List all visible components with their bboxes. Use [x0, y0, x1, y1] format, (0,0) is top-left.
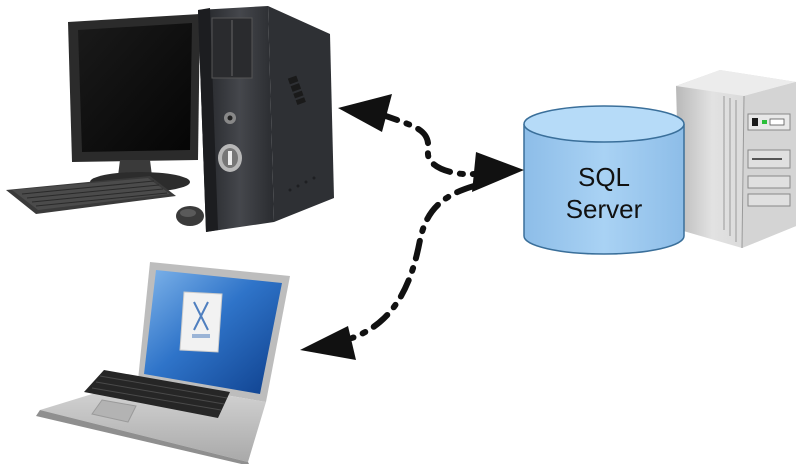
- arrowhead-to-laptop: [300, 326, 356, 360]
- connector-desktop-database: [338, 94, 524, 192]
- laptop-icon: [36, 262, 290, 464]
- desktop-computer-icon: [6, 6, 334, 232]
- connector-laptop-database: [300, 183, 477, 360]
- arrowhead-to-desktop: [338, 94, 392, 132]
- database-cylinder-icon: SQL Server: [523, 105, 685, 255]
- server-tower-icon: [676, 70, 796, 249]
- database-label-line2: Server: [566, 194, 643, 224]
- database-label-line1: SQL: [578, 162, 630, 192]
- arrowhead-to-database: [472, 152, 524, 192]
